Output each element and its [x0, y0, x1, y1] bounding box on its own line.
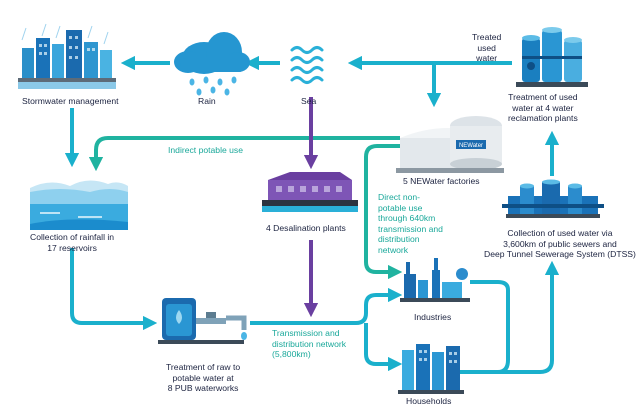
direct-nonpotable-line: potable use — [378, 202, 423, 213]
dtss-tanks-icon — [502, 179, 604, 218]
transmission-line: Transmission and — [272, 328, 340, 338]
households-icon — [398, 344, 464, 394]
treated-used-water-line: Treated — [472, 32, 502, 42]
transmission-line: distribution network — [272, 338, 347, 349]
reservoirs-line: 17 reservoirs — [47, 242, 97, 253]
desalination-label: 4 Desalination plants — [266, 223, 346, 233]
dtss-label: Collection of used water via 3,600km of … — [484, 228, 636, 260]
dtss-line: 3,600km of public sewers and — [503, 238, 617, 249]
arrow-direct-nonpotable — [364, 144, 405, 280]
reclamation-label: Treatment of used water at 4 water recla… — [508, 92, 578, 124]
sea-label: Sea — [301, 96, 317, 106]
arrow-treatment-to-industries — [250, 287, 403, 325]
rain-label: Rain — [198, 96, 216, 106]
sea-waves-icon — [290, 46, 324, 84]
reservoirs-label: Collection of rainfall in 17 reservoirs — [30, 232, 114, 253]
treatment-raw-label: Treatment of raw to potable water at 8 P… — [166, 362, 240, 394]
treatment-raw-line: Treatment of raw to — [166, 362, 241, 372]
reclamation-line: water at 4 water — [512, 102, 574, 113]
treatment-raw-line: 8 PUB waterworks — [167, 383, 239, 393]
city-icon — [18, 23, 116, 89]
water-treatment-icon — [158, 298, 247, 344]
stormwater-label: Stormwater management — [22, 96, 119, 106]
industries-icon — [400, 258, 470, 302]
treated-used-water-line: used — [477, 42, 496, 53]
reclamation-plant-icon — [516, 27, 588, 87]
direct-nonpotable-line: distribution — [378, 234, 420, 244]
direct-nonpotable-line: transmission and — [378, 223, 443, 234]
reclamation-line: reclamation plants — [508, 113, 578, 123]
households-label: Households — [406, 396, 452, 406]
rain-cloud-icon — [174, 32, 250, 96]
arrow-reservoirs-to-treatment — [70, 248, 158, 331]
reclamation-line: Treatment of used — [508, 92, 578, 102]
indirect-potable-label: Indirect potable use — [168, 145, 244, 155]
transmission-label: Transmission and distribution network (5… — [272, 328, 346, 360]
newater-tank-text: NEWater — [459, 143, 483, 149]
treatment-raw-line: potable water at — [172, 372, 234, 383]
newater-label: 5 NEWater factories — [403, 176, 480, 186]
transmission-line: (5,800km) — [272, 349, 311, 359]
desalination-plant-icon — [262, 172, 358, 212]
dtss-line: Collection of used water via — [507, 228, 613, 238]
direct-nonpotable-line: through 640km — [378, 213, 436, 223]
industries-label: Industries — [414, 312, 452, 322]
direct-nonpotable-line: Direct non- — [378, 192, 421, 202]
arrow-to-households — [364, 323, 403, 372]
direct-nonpotable-label: Direct non- potable use through 640km tr… — [378, 192, 443, 255]
reservoirs-line: Collection of rainfall in — [30, 232, 115, 242]
newater-factory-icon — [396, 116, 504, 173]
treated-used-water-label: Treated used water — [472, 32, 501, 64]
arrow-households-to-dtss — [460, 260, 560, 374]
treated-used-water-line: water — [476, 53, 498, 63]
dtss-line: Deep Tunnel Sewerage System (DTSS) — [484, 249, 636, 259]
arrow-industries-to-dtss — [470, 280, 510, 374]
arrow-indirect-potable — [88, 136, 400, 172]
flow-arrows — [64, 55, 560, 374]
reservoir-icon — [30, 180, 128, 230]
direct-nonpotable-line: network — [378, 244, 409, 255]
